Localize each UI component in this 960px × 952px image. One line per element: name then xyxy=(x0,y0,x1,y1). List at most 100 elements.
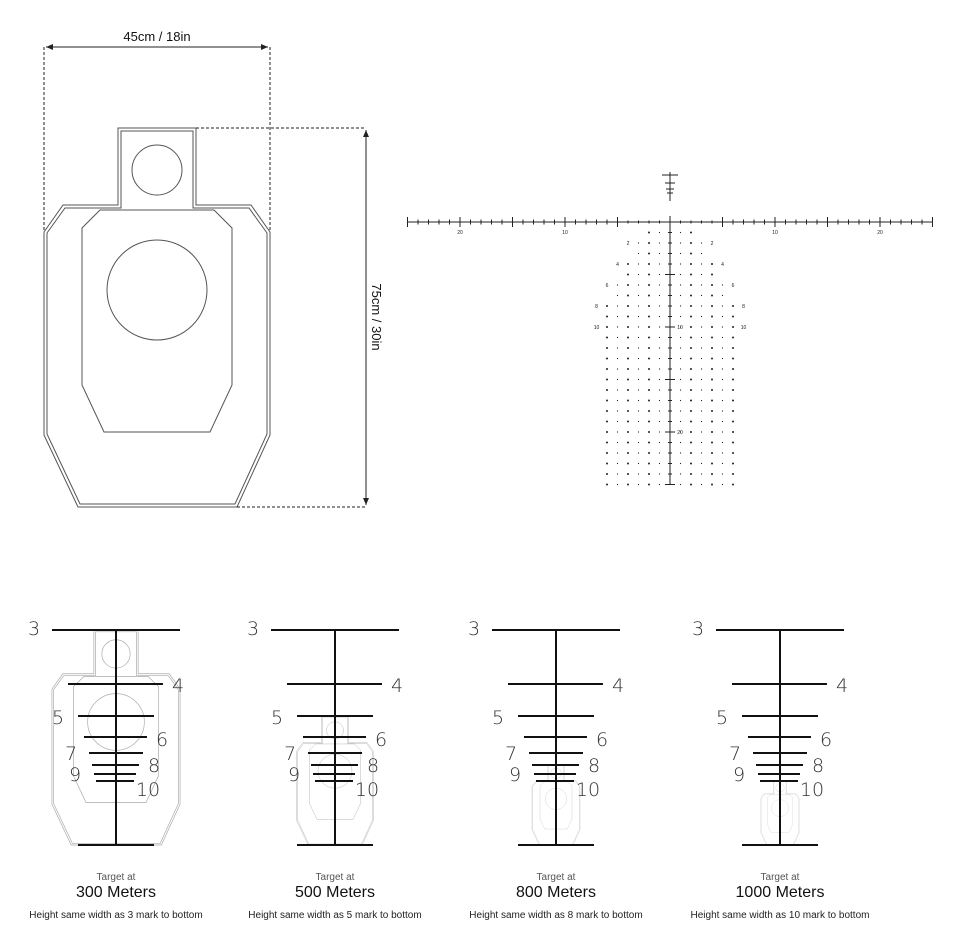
holdover-dot xyxy=(648,378,650,381)
holdover-label-left: 2 xyxy=(627,241,630,247)
holdover-dot xyxy=(732,462,734,465)
holdover-dot xyxy=(648,399,650,402)
caption-pre: Target at xyxy=(537,872,576,883)
holdover-dot xyxy=(721,336,724,339)
stadia-label: 6 xyxy=(156,729,168,751)
holdover-label-right: 2 xyxy=(711,241,714,247)
caption-note: Height same width as 10 mark to bottom xyxy=(691,910,870,921)
holdover-dot xyxy=(721,420,724,423)
holdover-dot xyxy=(606,431,608,433)
holdover-dot xyxy=(658,399,661,402)
holdover-dot xyxy=(679,357,682,360)
windage-label: 20 xyxy=(457,230,463,236)
stadia-label: 4 xyxy=(612,675,624,697)
holdover-dot xyxy=(616,410,619,412)
holdover-dot xyxy=(711,315,713,318)
holdover-dot xyxy=(658,420,661,423)
holdover-dot xyxy=(711,336,713,339)
holdover-dot xyxy=(732,305,734,307)
holdover-dot xyxy=(700,399,703,402)
holdover-dot xyxy=(732,389,734,391)
holdover-dot xyxy=(637,473,640,475)
holdover-dot xyxy=(690,473,692,475)
holdover-dot xyxy=(637,378,640,381)
holdover-dot xyxy=(648,231,650,234)
holdover-dot xyxy=(700,431,703,433)
holdover-dot xyxy=(637,284,640,286)
holdover-dot xyxy=(721,315,724,318)
stadia-label: 3 xyxy=(28,618,40,640)
holdover-dot xyxy=(606,441,608,444)
caption-pre: Target at xyxy=(316,872,355,883)
holdover-dot xyxy=(658,452,661,454)
holdover-dot xyxy=(732,336,734,339)
holdover-dot xyxy=(732,399,734,402)
holdover-dot xyxy=(637,431,640,433)
holdover-dot xyxy=(637,452,640,454)
windage-label: 10 xyxy=(772,230,778,236)
holdover-dot xyxy=(648,326,650,328)
holdover-dot xyxy=(606,462,608,465)
holdover-dot xyxy=(721,452,724,454)
holdover-dot xyxy=(679,294,682,297)
holdover-dot xyxy=(637,357,640,360)
stadia-label: 6 xyxy=(820,729,832,751)
holdover-dot xyxy=(732,410,734,412)
holdover-dot xyxy=(690,231,692,234)
holdover-dot xyxy=(700,462,703,465)
holdover-dot xyxy=(648,473,650,475)
holdover-dot xyxy=(606,483,608,486)
holdover-dot xyxy=(711,326,713,328)
holdover-dot xyxy=(627,357,629,360)
holdover-dot xyxy=(700,336,703,339)
caption-note: Height same width as 8 mark to bottom xyxy=(469,910,642,921)
caption-note: Height same width as 5 mark to bottom xyxy=(248,910,421,921)
holdover-label-right: 10 xyxy=(741,325,747,331)
holdover-dot xyxy=(658,389,661,391)
holdover-dot xyxy=(627,399,629,402)
stadia-label: 8 xyxy=(812,755,824,777)
holdover-dot xyxy=(721,284,724,286)
holdover-dot xyxy=(700,420,703,423)
holdover-dot xyxy=(606,389,608,391)
holdover-dot xyxy=(679,473,682,475)
holdover-dot xyxy=(711,399,713,402)
holdover-dot xyxy=(711,462,713,465)
holdover-dot xyxy=(679,431,682,433)
holdover-dot xyxy=(616,483,619,486)
holdover-dot xyxy=(711,263,713,265)
holdover-dot xyxy=(658,305,661,307)
holdover-dot xyxy=(627,441,629,444)
stadia-label: 5 xyxy=(52,707,64,729)
holdover-dot xyxy=(658,462,661,465)
holdover-dot xyxy=(679,452,682,454)
holdover-dot xyxy=(711,431,713,433)
holdover-dot xyxy=(690,389,692,391)
ipsc-target-silhouette xyxy=(43,127,271,508)
stadia-label: 5 xyxy=(271,707,283,729)
holdover-dot xyxy=(627,326,629,328)
holdover-dot xyxy=(690,441,692,444)
stadia-label: 9 xyxy=(69,764,81,786)
holdover-dot xyxy=(690,378,692,381)
holdover-dot xyxy=(648,357,650,360)
holdover-dot xyxy=(616,315,619,318)
caption-title: 500 Meters xyxy=(295,884,375,901)
holdover-dot xyxy=(658,284,661,286)
holdover-dot xyxy=(648,410,650,412)
holdover-dot xyxy=(627,294,629,297)
holdover-dot xyxy=(616,399,619,402)
holdover-dot xyxy=(721,441,724,444)
holdover-dot xyxy=(679,347,682,349)
holdover-label-left: 6 xyxy=(606,283,609,289)
holdover-dot xyxy=(732,326,734,328)
holdover-dot xyxy=(658,252,661,255)
holdover-dot xyxy=(679,252,682,255)
target-outline xyxy=(51,629,181,846)
holdover-dot xyxy=(637,483,640,486)
width-dimension: 45cm / 18in xyxy=(43,29,271,232)
holdover-dot xyxy=(711,357,713,360)
holdover-dot xyxy=(606,452,608,454)
windage-label: 20 xyxy=(877,230,883,236)
